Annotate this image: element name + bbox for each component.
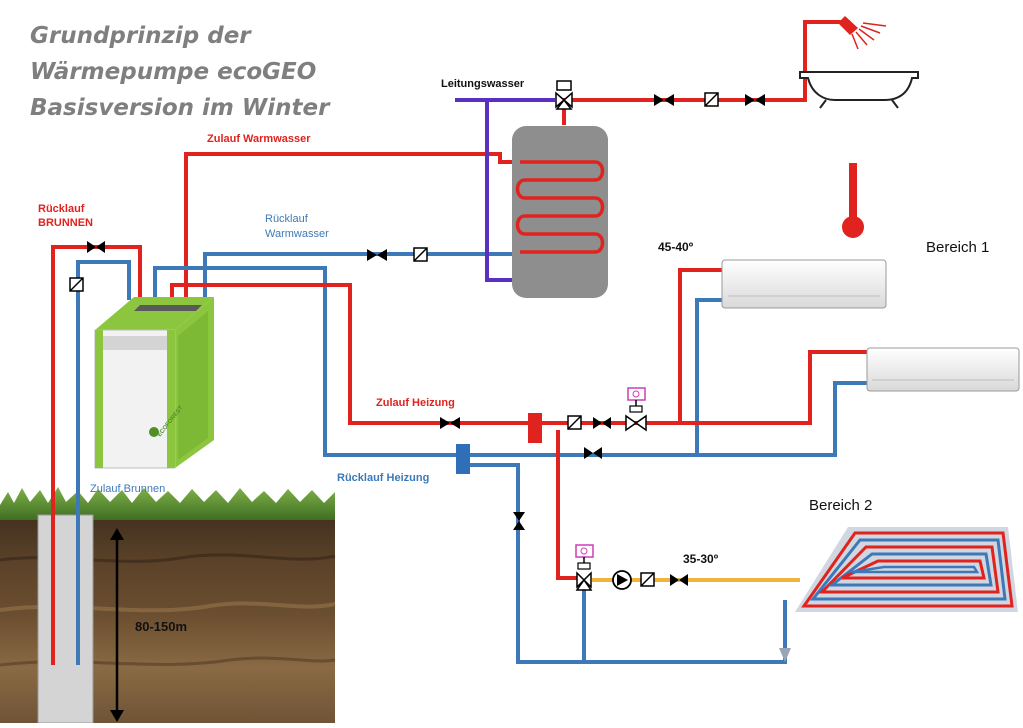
valve-icon [440, 417, 460, 429]
label-leitungswasser: Leitungswasser [441, 78, 525, 90]
pipe-ruecklauf-heizung-main [470, 381, 867, 457]
pipe-ruecklauf-heizung [153, 266, 460, 457]
label-temp-bereich2: 35-30º [683, 552, 719, 566]
valve-icon [745, 94, 765, 106]
check-valve-icon [69, 277, 84, 292]
check-valve-icon [413, 247, 428, 262]
valve-icon [584, 447, 602, 459]
arrow-icon [779, 648, 791, 662]
label-ruecklauf-warmwasser-2: Warmwasser [265, 228, 329, 240]
valve-icon [513, 512, 525, 530]
pipe-return-bereich1 [695, 298, 722, 455]
valve-icons [87, 94, 765, 586]
supply-manifold [528, 413, 542, 443]
title-line-3: Basisversion im Winter [30, 95, 330, 121]
label-bereich1: Bereich 1 [926, 239, 990, 256]
valve-icon [593, 417, 611, 429]
label-bereich2: Bereich 2 [809, 497, 873, 514]
bathtub-icon [799, 71, 919, 109]
label-ruecklauf-brunnen-2: BRUNNEN [38, 217, 93, 229]
thermometer-icon [842, 163, 864, 238]
valve-icon [670, 574, 688, 586]
pipe-supply-floor [556, 430, 577, 580]
label-depth: 80-150m [135, 619, 188, 634]
valve-icon [367, 249, 387, 261]
wall-unit-icon [721, 259, 887, 309]
check-valve-icon [704, 92, 719, 107]
pipe-return-floor [470, 463, 787, 664]
three-way-valve-icon [555, 80, 573, 110]
shower-head-icon [838, 16, 887, 50]
label-zulauf-heizung: Zulauf Heizung [376, 397, 455, 409]
floor-heating-icon [795, 527, 1018, 612]
label-ruecklauf-heizung: Rücklauf Heizung [337, 472, 430, 484]
label-ruecklauf-warmwasser-1: Rücklauf [265, 213, 308, 225]
check-valve-icon [640, 572, 655, 587]
heat-pump-icon [94, 297, 214, 469]
title-line-2: Wärmepumpe ecoGEO [30, 59, 317, 85]
check-valve-icons [69, 92, 719, 587]
label-ruecklauf-brunnen-1: Rücklauf [38, 203, 85, 215]
ground-section [0, 487, 336, 724]
valve-icon [654, 94, 674, 106]
diagram-title: Grundprinzip der Wärmepumpe ecoGEO Basis… [30, 18, 329, 126]
valve-icon [87, 241, 105, 253]
pipe-zulauf-heizung [170, 283, 867, 425]
hot-water-tank [512, 126, 608, 298]
label-zulauf-brunnen: Zulauf Brunnen [90, 483, 166, 495]
title-line-1: Grundprinzip der [30, 23, 251, 49]
check-valve-icon [567, 415, 582, 430]
depth-arrow [110, 528, 124, 722]
mixing-valve-icon [575, 544, 594, 591]
label-zulauf-warmwasser: Zulauf Warmwasser [207, 133, 311, 145]
motor-valve-icon [625, 387, 647, 432]
return-manifold [456, 444, 470, 474]
label-temp-bereich1: 45-40º [658, 240, 694, 254]
wall-unit-icon [866, 347, 1020, 392]
pipe-supply-bereich1 [678, 268, 722, 423]
pump-icon [612, 570, 632, 590]
